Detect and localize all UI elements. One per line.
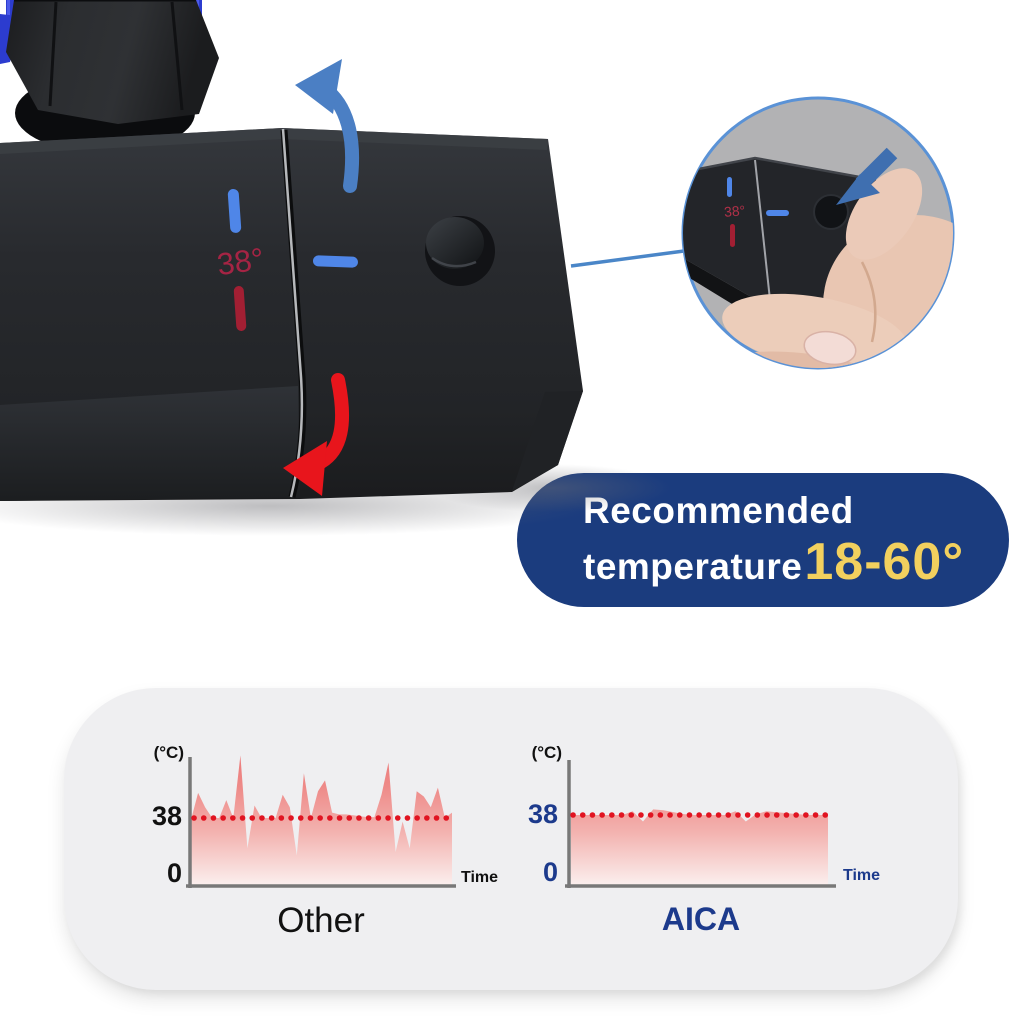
other-chart-title: Other bbox=[277, 901, 365, 940]
banner-temperature-range: 18-60° bbox=[804, 532, 965, 591]
segment-seam bbox=[281, 128, 304, 498]
faucet-bottom-face bbox=[0, 386, 300, 501]
press-button-arrow-icon bbox=[836, 147, 898, 205]
banner-line2-word: temperature bbox=[583, 545, 803, 587]
other-tick-0: 0 bbox=[166, 858, 182, 888]
banner-line2: temperature 18-60° bbox=[583, 532, 1009, 591]
other-y-unit-label: (°C) bbox=[153, 743, 184, 762]
aica-chart-title: AICA bbox=[661, 901, 741, 937]
inlet-connector bbox=[0, 0, 219, 153]
cold-indicator-dash bbox=[227, 189, 242, 233]
button-press-inset: 38° bbox=[681, 96, 955, 370]
flow-indicator-dash bbox=[312, 255, 358, 268]
other-x-label: Time bbox=[461, 869, 499, 886]
hot-indicator-dash bbox=[233, 286, 247, 331]
fingernail bbox=[803, 330, 857, 366]
rotate-up-blue-arrow-icon bbox=[295, 59, 360, 193]
banner-line1: Recommended bbox=[583, 490, 854, 532]
safety-button bbox=[426, 217, 484, 269]
inset-hot-dash bbox=[730, 224, 735, 247]
inset-safety-button bbox=[813, 194, 849, 230]
aica-tick-38: 38 bbox=[527, 799, 558, 829]
other-tick-38: 38 bbox=[151, 801, 182, 831]
faucet-top-face bbox=[0, 128, 548, 154]
valve-stem bbox=[15, 73, 195, 153]
recommended-temperature-banner: Recommended temperature 18-60° bbox=[517, 473, 1009, 607]
rotate-down-red-arrow-icon bbox=[283, 373, 350, 496]
faucet-body: 38° bbox=[0, 128, 583, 501]
inset-cold-dash bbox=[727, 177, 732, 197]
comparison-panel bbox=[64, 688, 958, 990]
faucet-front-face bbox=[0, 128, 583, 501]
inset-faucet-body bbox=[683, 158, 876, 308]
inset-flow-dash bbox=[766, 210, 789, 216]
inset-temp-38-marking: 38° bbox=[723, 202, 745, 220]
inset-leader-line bbox=[570, 249, 685, 268]
hand bbox=[714, 168, 953, 368]
hex-nut bbox=[6, 0, 219, 124]
aica-x-label: Time bbox=[843, 867, 881, 884]
blue-knurled-ring bbox=[6, 0, 202, 18]
safety-button-recess bbox=[425, 216, 495, 286]
aica-tick-0: 0 bbox=[542, 857, 558, 887]
temp-38-marking: 38° bbox=[215, 241, 266, 282]
aica-y-unit-label: (°C) bbox=[531, 743, 562, 762]
